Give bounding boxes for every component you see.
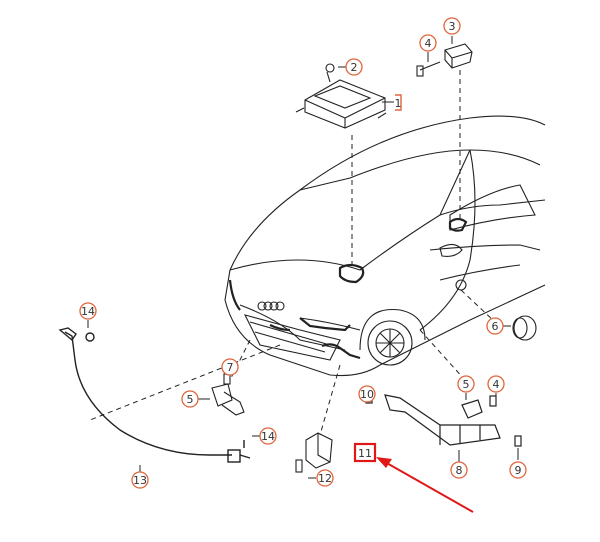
callout-10: 10 (358, 385, 376, 403)
callout-11-highlight: 11 (353, 442, 377, 463)
callout-label: 11 (358, 447, 372, 460)
callout-4-top: 4 (419, 34, 437, 52)
callout-8: 8 (450, 461, 468, 479)
callout-9: 9 (509, 461, 527, 479)
part-6-cap (512, 315, 537, 341)
callout-label: 4 (493, 378, 500, 391)
callout-12: 12 (316, 469, 334, 487)
callout-6: 6 (486, 317, 504, 335)
callout-label: 6 (492, 320, 499, 333)
callout-4-right: 4 (487, 375, 505, 393)
bracket (365, 392, 522, 447)
callout-label: 4 (425, 37, 432, 50)
wiring-harness (58, 327, 251, 463)
callout-2: 2 (345, 58, 363, 76)
leader-ticks (87, 36, 519, 479)
callout-1: 1 (395, 94, 402, 111)
callout-label: 1 (395, 97, 402, 110)
callout-label: 9 (515, 464, 522, 477)
callout-label: 8 (456, 464, 463, 477)
callout-label: 7 (227, 361, 234, 374)
car-outline (224, 115, 546, 377)
callout-label: 3 (449, 20, 456, 33)
callout-label: 14 (261, 430, 275, 443)
callout-13: 13 (131, 471, 149, 489)
callout-label: 12 (318, 472, 332, 485)
callout-label: 2 (351, 61, 358, 74)
upper-sensor (416, 43, 473, 77)
lower-bracket (295, 432, 333, 473)
sensor-positions (228, 217, 468, 360)
left-sensor (211, 373, 245, 416)
callout-14-right: 14 (259, 427, 277, 445)
callout-5-left: 5 (181, 390, 199, 408)
callout-3: 3 (443, 17, 461, 35)
callout-label: 14 (81, 305, 95, 318)
callout-5-right: 5 (457, 375, 475, 393)
callout-label: 13 (133, 474, 147, 487)
callout-14-left: 14 (79, 302, 97, 320)
callout-7: 7 (221, 358, 239, 376)
leader-lines (89, 70, 496, 436)
red-arrow-icon (376, 457, 474, 513)
callout-label: 10 (360, 388, 374, 401)
callout-label: 5 (463, 378, 470, 391)
control-unit (295, 63, 387, 129)
callout-label: 5 (187, 393, 194, 406)
